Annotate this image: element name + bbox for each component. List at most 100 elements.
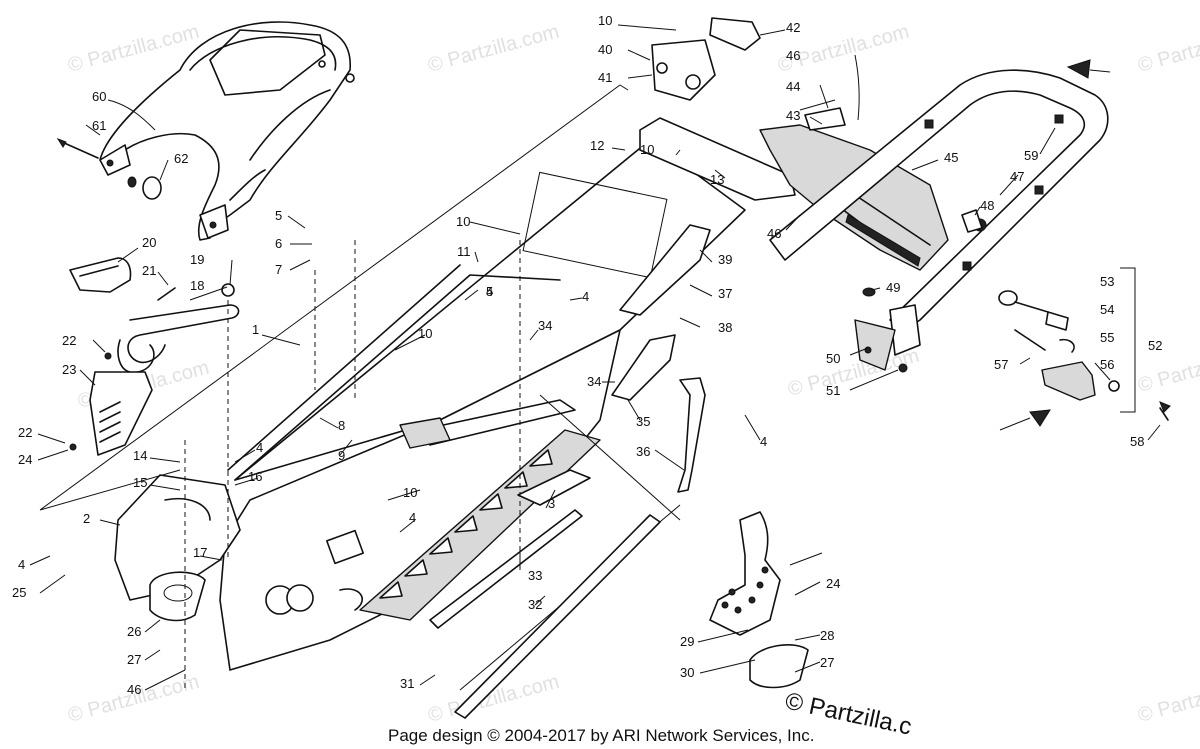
callout-11: 11	[457, 244, 471, 259]
bracket-36	[677, 377, 706, 493]
nut-19	[221, 283, 235, 297]
direction-arrows	[999, 59, 1111, 431]
callout-33: 33	[528, 568, 542, 583]
callout-46: 46	[127, 682, 141, 697]
cover-35	[611, 334, 676, 401]
plate-23	[69, 352, 153, 456]
callout-52: 52	[1148, 338, 1162, 353]
callout-17: 17	[193, 545, 207, 560]
callout-13: 13	[710, 172, 724, 187]
callout-24: 24	[18, 452, 32, 467]
washer-62	[127, 176, 162, 200]
callout-34: 34	[538, 318, 552, 333]
callout-61: 61	[92, 118, 106, 133]
callout-22: 22	[62, 333, 76, 348]
assembly-boundary	[539, 394, 681, 521]
callout-5: 5	[275, 208, 282, 223]
callout-3: 3	[548, 496, 555, 511]
callout-35: 35	[636, 414, 650, 429]
callout-57: 57	[994, 357, 1008, 372]
bumper-42	[709, 17, 761, 51]
callout-10: 10	[640, 142, 654, 157]
callout-60: 60	[92, 89, 106, 104]
watermark: © Partzilla.com	[426, 21, 562, 77]
callout-59: 59	[1024, 148, 1038, 163]
callout-43: 43	[786, 108, 800, 123]
callout-44: 44	[786, 79, 800, 94]
callout-1: 1	[252, 322, 259, 337]
callout-4: 4	[409, 510, 416, 525]
callout-23: 23	[62, 362, 76, 377]
blade-44	[799, 99, 836, 111]
callout-37: 37	[718, 286, 732, 301]
callout-9: 9	[338, 448, 345, 463]
callout-40: 40	[598, 42, 612, 57]
callout-27: 27	[820, 655, 834, 670]
hardware-49-51	[854, 287, 908, 373]
callout-34: 34	[587, 374, 601, 389]
callout-53: 53	[1100, 274, 1114, 289]
plate-13	[639, 117, 796, 201]
callout-labels: 1 2 3 4 4 4 4 4 4 5 5 6 7 8 9 10 10 10 1…	[12, 13, 1162, 697]
callout-10: 10	[456, 214, 470, 229]
callout-27: 27	[127, 652, 141, 667]
callout-6: 6	[275, 236, 282, 251]
callout-30: 30	[680, 665, 694, 680]
callout-10: 10	[598, 13, 612, 28]
seat-cover-part	[99, 21, 355, 241]
callout-4: 4	[256, 440, 263, 455]
callout-16: 16	[248, 469, 262, 484]
callout-62: 62	[174, 151, 188, 166]
callout-46: 46	[786, 48, 800, 63]
bracket-3	[517, 469, 591, 506]
callout-2: 2	[83, 511, 90, 526]
callout-4: 4	[582, 289, 589, 304]
watermark: © Partzilla.com	[1136, 21, 1200, 77]
callout-49: 49	[886, 280, 900, 295]
callout-14: 14	[133, 448, 147, 463]
callout-31: 31	[400, 676, 414, 691]
callout-12: 12	[590, 138, 604, 153]
rear-bumper-47	[769, 69, 1109, 356]
leader-lines	[29, 24, 1161, 691]
callout-47: 47	[1010, 169, 1024, 184]
callout-7: 7	[275, 262, 282, 277]
callout-56: 56	[1100, 357, 1114, 372]
callout-24: 24	[826, 576, 840, 591]
callout-51: 51	[826, 383, 840, 398]
hitch-block-41	[651, 39, 716, 101]
callout-36: 36	[636, 444, 650, 459]
footpad-28	[749, 644, 809, 689]
callout-58: 58	[1130, 434, 1144, 449]
callout-46: 46	[767, 226, 781, 241]
callout-4: 4	[486, 284, 493, 299]
callout-38: 38	[718, 320, 732, 335]
callout-54: 54	[1100, 302, 1114, 317]
callout-26: 26	[127, 624, 141, 639]
callout-20: 20	[142, 235, 156, 250]
callout-55: 55	[1100, 330, 1114, 345]
callout-5: 5	[486, 284, 493, 299]
callout-39: 39	[718, 252, 732, 267]
footrest-29	[709, 511, 781, 636]
callout-18: 18	[190, 278, 204, 293]
tunnel-part	[114, 139, 746, 690]
bracket-18	[117, 287, 240, 373]
rail-32	[429, 509, 661, 719]
callout-4: 4	[760, 434, 767, 449]
callout-22: 22	[18, 425, 32, 440]
callout-4: 4	[18, 557, 25, 572]
callout-32: 32	[528, 597, 542, 612]
callout-10: 10	[418, 326, 432, 341]
callout-10: 10	[403, 485, 417, 500]
callout-15: 15	[133, 475, 147, 490]
clip-48	[961, 209, 983, 233]
cover-37	[619, 224, 711, 316]
callout-21: 21	[142, 263, 156, 278]
running-board-cutouts	[379, 449, 553, 599]
callout-42: 42	[786, 20, 800, 35]
callout-8: 8	[338, 418, 345, 433]
callout-25: 25	[12, 585, 26, 600]
bolt-61	[56, 138, 99, 159]
